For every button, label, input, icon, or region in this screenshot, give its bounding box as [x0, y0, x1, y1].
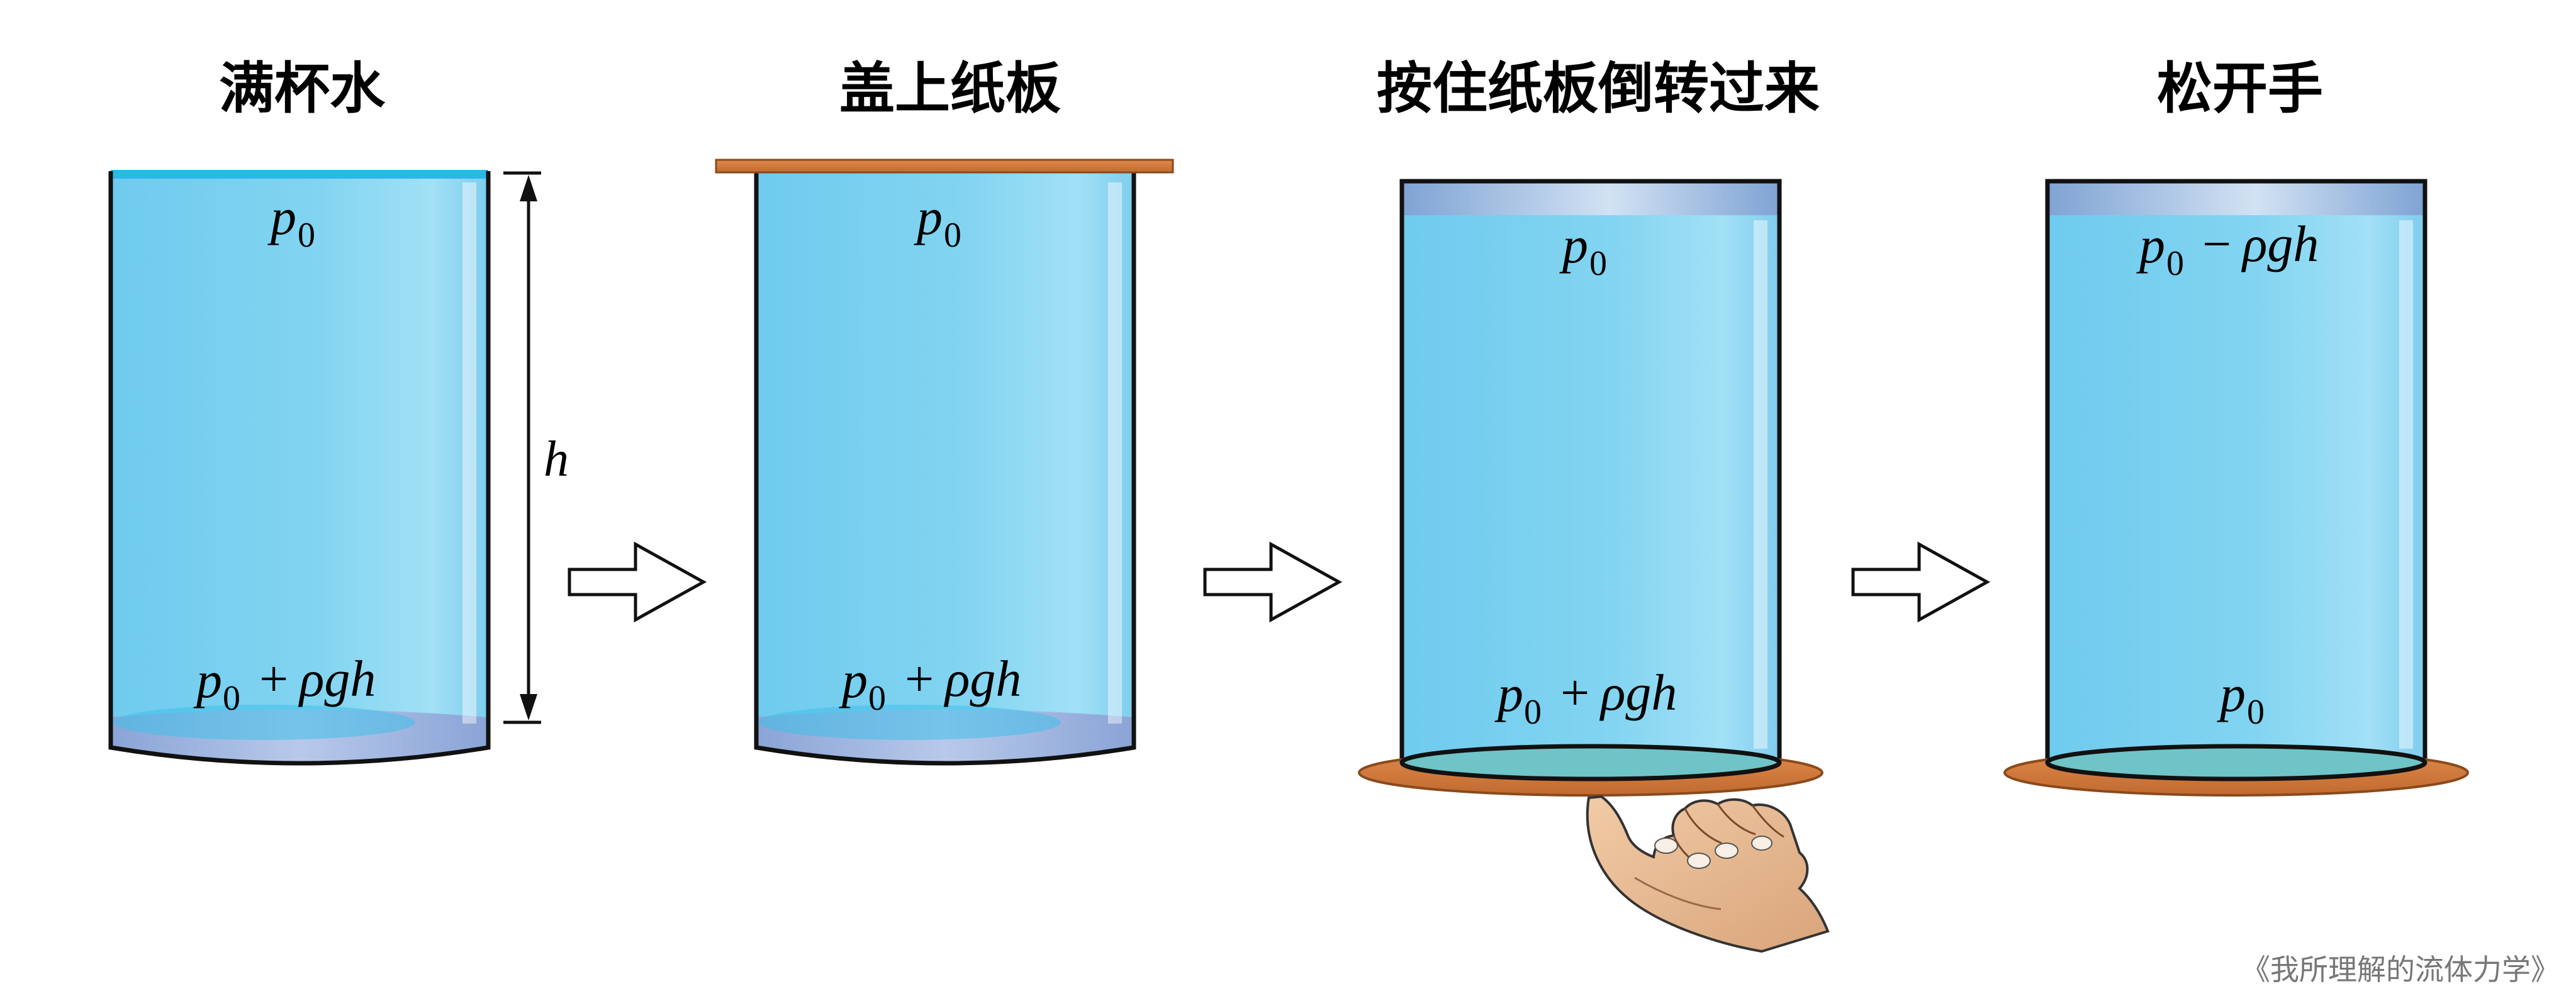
- label-subscript: 0: [2247, 693, 2265, 732]
- cup-3-water: [1402, 181, 1779, 777]
- label-base: p: [193, 651, 222, 708]
- cup-2-bottom-label: p 0 + ρgh: [839, 650, 1021, 718]
- cup-2-bottom-highlight: [759, 705, 1061, 740]
- cup-2-top-label: p 0: [914, 188, 961, 255]
- cup-1-bottom-highlight: [113, 705, 415, 740]
- label-operator: −: [2202, 215, 2231, 272]
- cup-4-rim: [2045, 744, 2428, 781]
- cup-4-top-band: [2047, 181, 2425, 215]
- label-subscript: 0: [944, 216, 961, 255]
- water-surface-line: [111, 170, 488, 179]
- label-operator: +: [1560, 664, 1589, 721]
- height-dimension: h: [503, 171, 576, 724]
- stage-title-invert: 按住纸板倒转过来: [1376, 56, 1820, 121]
- cup-2-water: [756, 173, 1134, 762]
- cup-4-water: [2047, 181, 2425, 777]
- label-rest: ρgh: [943, 650, 1021, 707]
- cup-inverted-held: [1358, 179, 1823, 797]
- label-base: p: [2136, 216, 2165, 274]
- cup-4-top-label: p 0 − ρgh: [2136, 215, 2319, 283]
- cup-4-glass-shine: [2399, 220, 2413, 749]
- label-base: p: [1494, 665, 1523, 722]
- cup-1-top-label: p 0: [267, 188, 315, 255]
- cup-3-outline: [1399, 179, 1782, 761]
- arrow-right-icon: [1851, 541, 1991, 623]
- cup-covered: [715, 159, 1174, 766]
- label-rest: ρgh: [2241, 215, 2319, 272]
- label-subscript: 0: [223, 679, 240, 718]
- cup-3-glass-shine: [1754, 220, 1767, 749]
- cup-4-bottom-label: p 0: [2217, 665, 2265, 732]
- cup-full: [108, 170, 491, 766]
- label-base: p: [839, 651, 868, 708]
- cup-3-top-band: [1402, 181, 1779, 215]
- label-operator: +: [259, 650, 288, 707]
- cup-4-outline: [2045, 179, 2428, 761]
- label-subscript: 0: [868, 679, 886, 718]
- cup-3-bottom-label: p 0 + ρgh: [1494, 664, 1677, 732]
- label-subscript: 0: [1589, 244, 1607, 283]
- cup-released: [2003, 179, 2469, 797]
- watermark: 《我所理解的流体力学》: [2241, 953, 2560, 987]
- paper-board: [715, 159, 1174, 174]
- label-rest: ρgh: [298, 650, 376, 707]
- label-subscript: 0: [2166, 244, 2184, 283]
- label-subscript: 0: [1524, 693, 1542, 732]
- arrow-right-icon: [1203, 541, 1343, 623]
- label-base: p: [914, 188, 943, 245]
- label-base: p: [1559, 216, 1588, 274]
- cup-3-top-label: p 0: [1559, 216, 1607, 283]
- stage-title-cover-board: 盖上纸板: [839, 56, 1061, 121]
- stage-title-full-cup: 满杯水: [218, 56, 385, 121]
- arrow-right-icon: [568, 541, 707, 623]
- cup-1-outline: [108, 171, 491, 766]
- cup-1-bottom-label: p 0 + ρgh: [193, 650, 376, 718]
- stage-title-release: 松开手: [2156, 56, 2323, 121]
- label-base: p: [2217, 665, 2246, 722]
- label-operator: +: [905, 650, 934, 707]
- hand-icon: [1586, 795, 1830, 953]
- label-subscript: 0: [298, 216, 315, 255]
- cup-3-rim: [1399, 744, 1782, 781]
- cup-2-glass-shine: [1108, 182, 1122, 724]
- cup-1-water: [111, 173, 488, 762]
- cup-2-outline: [754, 171, 1136, 766]
- height-label: h: [544, 432, 569, 487]
- label-rest: ρgh: [1599, 664, 1677, 721]
- cup-1-glass-shine: [462, 182, 476, 724]
- label-base: p: [267, 188, 296, 245]
